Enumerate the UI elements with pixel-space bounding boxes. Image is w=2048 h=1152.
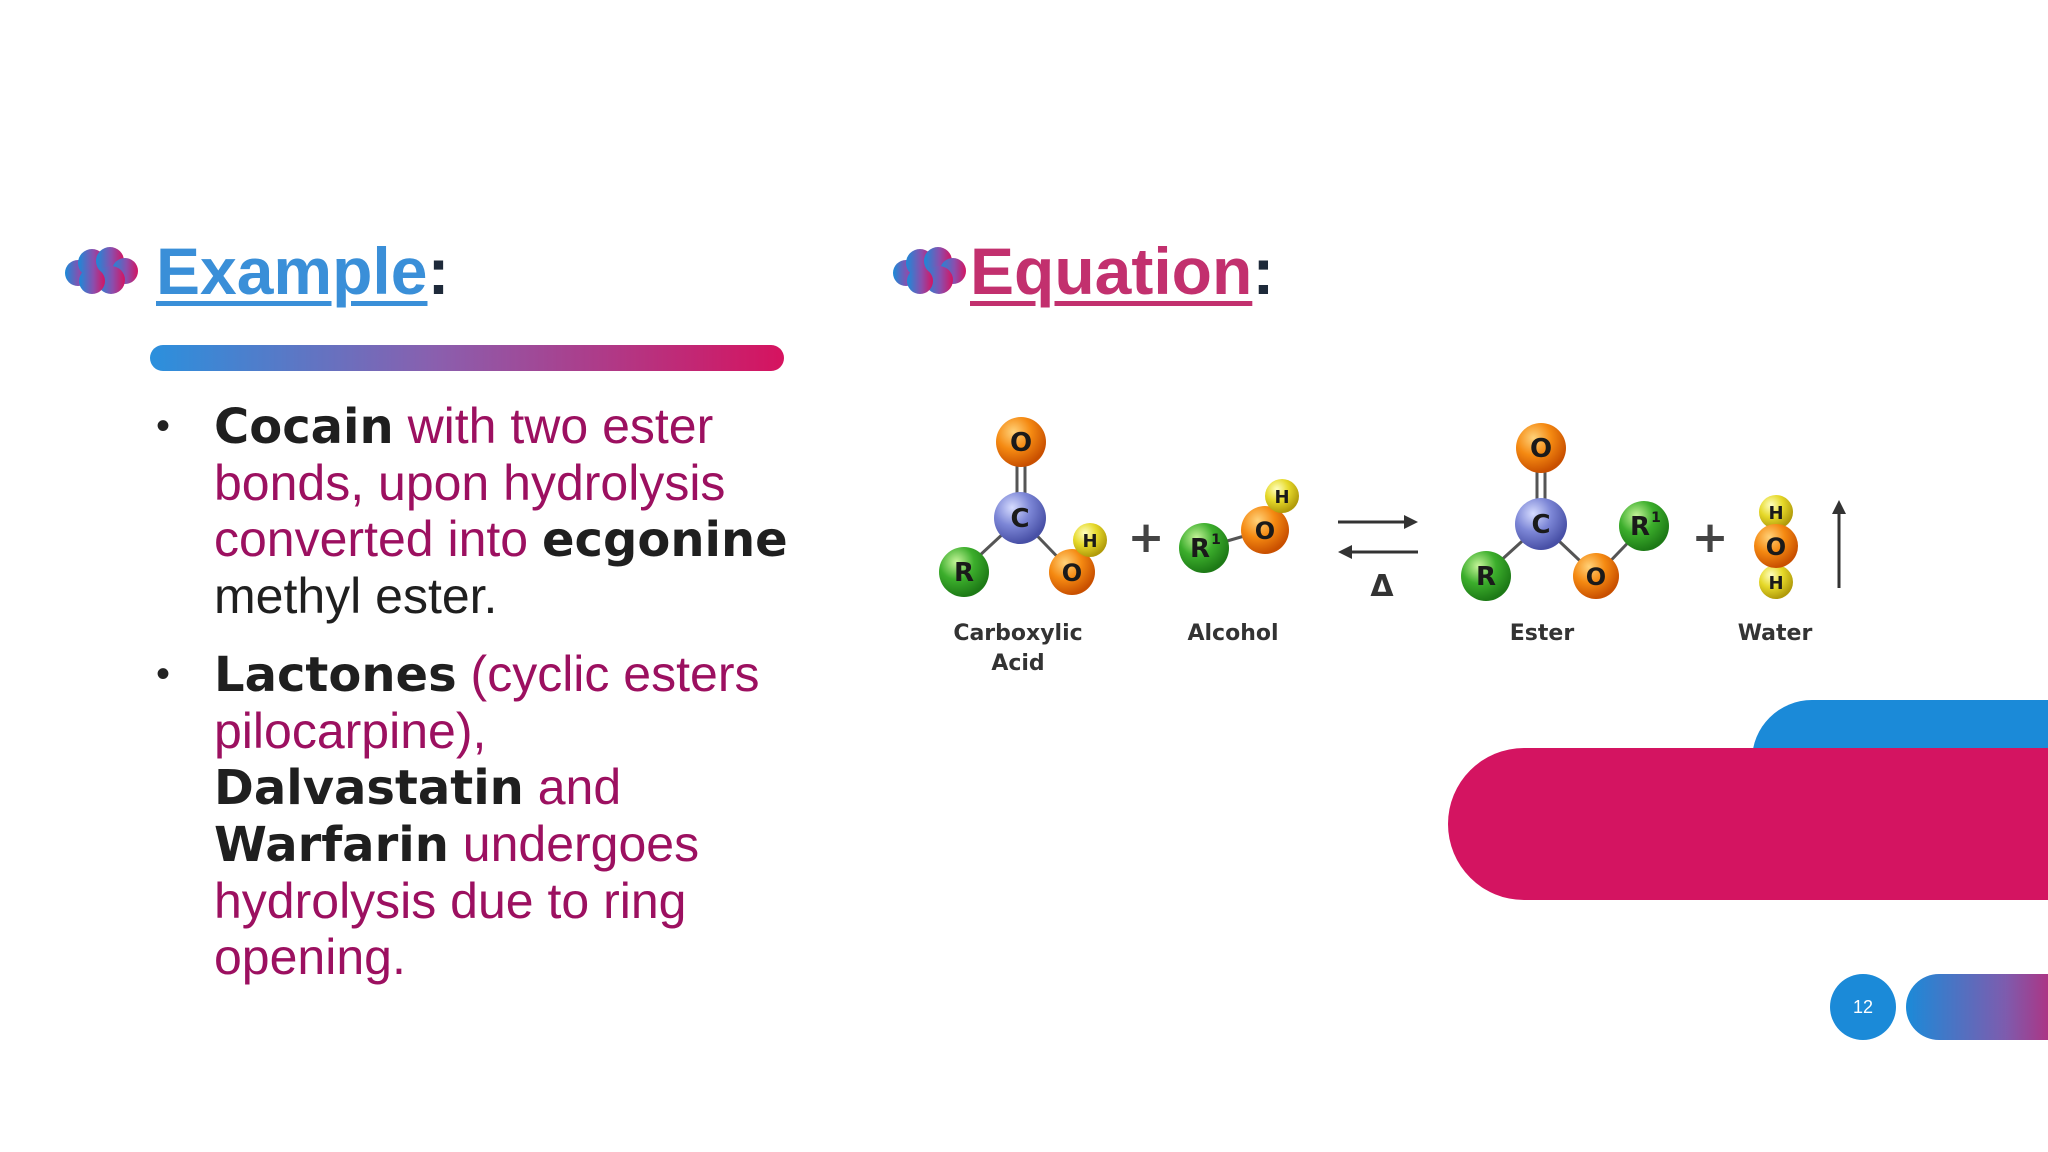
bullet-dot-icon: •: [156, 404, 171, 448]
example-heading: Example:: [156, 238, 449, 304]
equation-heading-colon: :: [1252, 234, 1275, 308]
atom-letter: O: [1530, 434, 1552, 464]
equilibrium-arrows-icon: [1338, 515, 1418, 559]
atom-letter: H: [1274, 487, 1289, 508]
plus-sign: +: [1692, 512, 1729, 563]
bullet-text: and: [523, 759, 622, 815]
hydrogen-atom: [1759, 495, 1793, 529]
oxygen-atom: [1049, 549, 1095, 595]
r-group-atom: [939, 547, 989, 597]
atom-letter: R: [1630, 512, 1650, 542]
atom-letter: R: [954, 558, 974, 588]
plus-sign: +: [1128, 512, 1165, 563]
ester-label: Ester: [1510, 621, 1575, 646]
oxygen-atom: [1241, 506, 1289, 554]
gradient-divider: [150, 345, 784, 371]
acid-label: Acid: [991, 651, 1044, 676]
cloud-icon: [65, 247, 138, 294]
bullet-dot-icon: •: [156, 652, 171, 696]
bullet-item: • Cocain with two ester bonds, upon hydro…: [150, 398, 810, 624]
page-number: 12: [1852, 996, 1874, 1017]
bullet-bold-term: Lactones: [214, 647, 457, 703]
esterification-diagram: O C R O H Carboxylic Acid + R 1 O H Alco…: [939, 417, 1846, 676]
atom-letter: C: [1010, 504, 1029, 534]
atom-letter: R: [1190, 534, 1210, 564]
cloud-icon: [893, 247, 966, 294]
example-heading-colon: :: [427, 234, 450, 308]
atom-letter: O: [1766, 533, 1786, 561]
water-molecule: H H O: [1754, 495, 1798, 599]
atom-letter: H: [1082, 531, 1097, 552]
atom-letter: H: [1768, 503, 1783, 524]
atom-letter: O: [1255, 517, 1275, 545]
decorative-gradient-pill: [1906, 974, 2048, 1040]
equation-heading: Equation:: [970, 238, 1274, 304]
hydrogen-atom: [1265, 479, 1299, 513]
atom-letter: O: [1010, 428, 1032, 458]
page-number-badge: 12: [1830, 974, 1896, 1040]
superscript-one: 1: [1211, 532, 1221, 548]
bullet-bold-term: ecgonine: [541, 512, 788, 568]
bullet-text: (cyclic esters pilocarpine),: [214, 646, 760, 759]
atom-letter: H: [1768, 573, 1783, 594]
bullet-item: • Lactones (cyclic esters pilocarpine), …: [150, 646, 810, 985]
bullet-text: methyl ester.: [214, 568, 498, 624]
ester-molecule: O C R O R 1: [1461, 423, 1669, 601]
bullet-bold-term: Warfarin: [214, 817, 449, 873]
atom-letter: O: [1586, 563, 1606, 591]
carbon-atom: [1515, 498, 1567, 550]
alcohol-label: Alcohol: [1187, 621, 1278, 646]
equation-heading-text: Equation: [970, 234, 1253, 308]
r1-group-atom: [1619, 501, 1669, 551]
up-arrow-icon: [1832, 500, 1846, 588]
atom-letter: R: [1476, 562, 1496, 592]
oxygen-atom: [1573, 553, 1619, 599]
bullet-text: with two ester bonds, upon hydrolysis co…: [214, 398, 726, 567]
atom-letter: C: [1531, 510, 1550, 540]
hydrogen-atom: [1759, 565, 1793, 599]
water-label: Water: [1738, 621, 1813, 646]
example-bullet-list: • Cocain with two ester bonds, upon hydro…: [150, 398, 810, 1007]
superscript-one: 1: [1651, 510, 1661, 526]
bullet-bold-term: Cocain: [214, 399, 394, 455]
decorative-pink-block: [1448, 748, 2048, 900]
bullet-bold-term: Dalvastatin: [214, 760, 524, 816]
r-group-atom: [1461, 551, 1511, 601]
alcohol-molecule: R 1 O H: [1179, 479, 1299, 573]
carboxylic-acid-molecule: O C R O H: [939, 417, 1107, 597]
oxygen-atom: [1516, 423, 1566, 473]
delta-symbol: Δ: [1370, 569, 1394, 604]
bullet-text: undergoes hydrolysis due to ring opening…: [214, 816, 700, 985]
r1-group-atom: [1179, 523, 1229, 573]
carboxylic-label: Carboxylic: [953, 621, 1082, 646]
example-heading-text: Example: [156, 234, 428, 308]
carbon-atom: [994, 492, 1046, 544]
hydrogen-atom: [1073, 523, 1107, 557]
atom-letter: O: [1062, 559, 1082, 587]
oxygen-atom: [1754, 524, 1798, 568]
oxygen-atom: [996, 417, 1046, 467]
